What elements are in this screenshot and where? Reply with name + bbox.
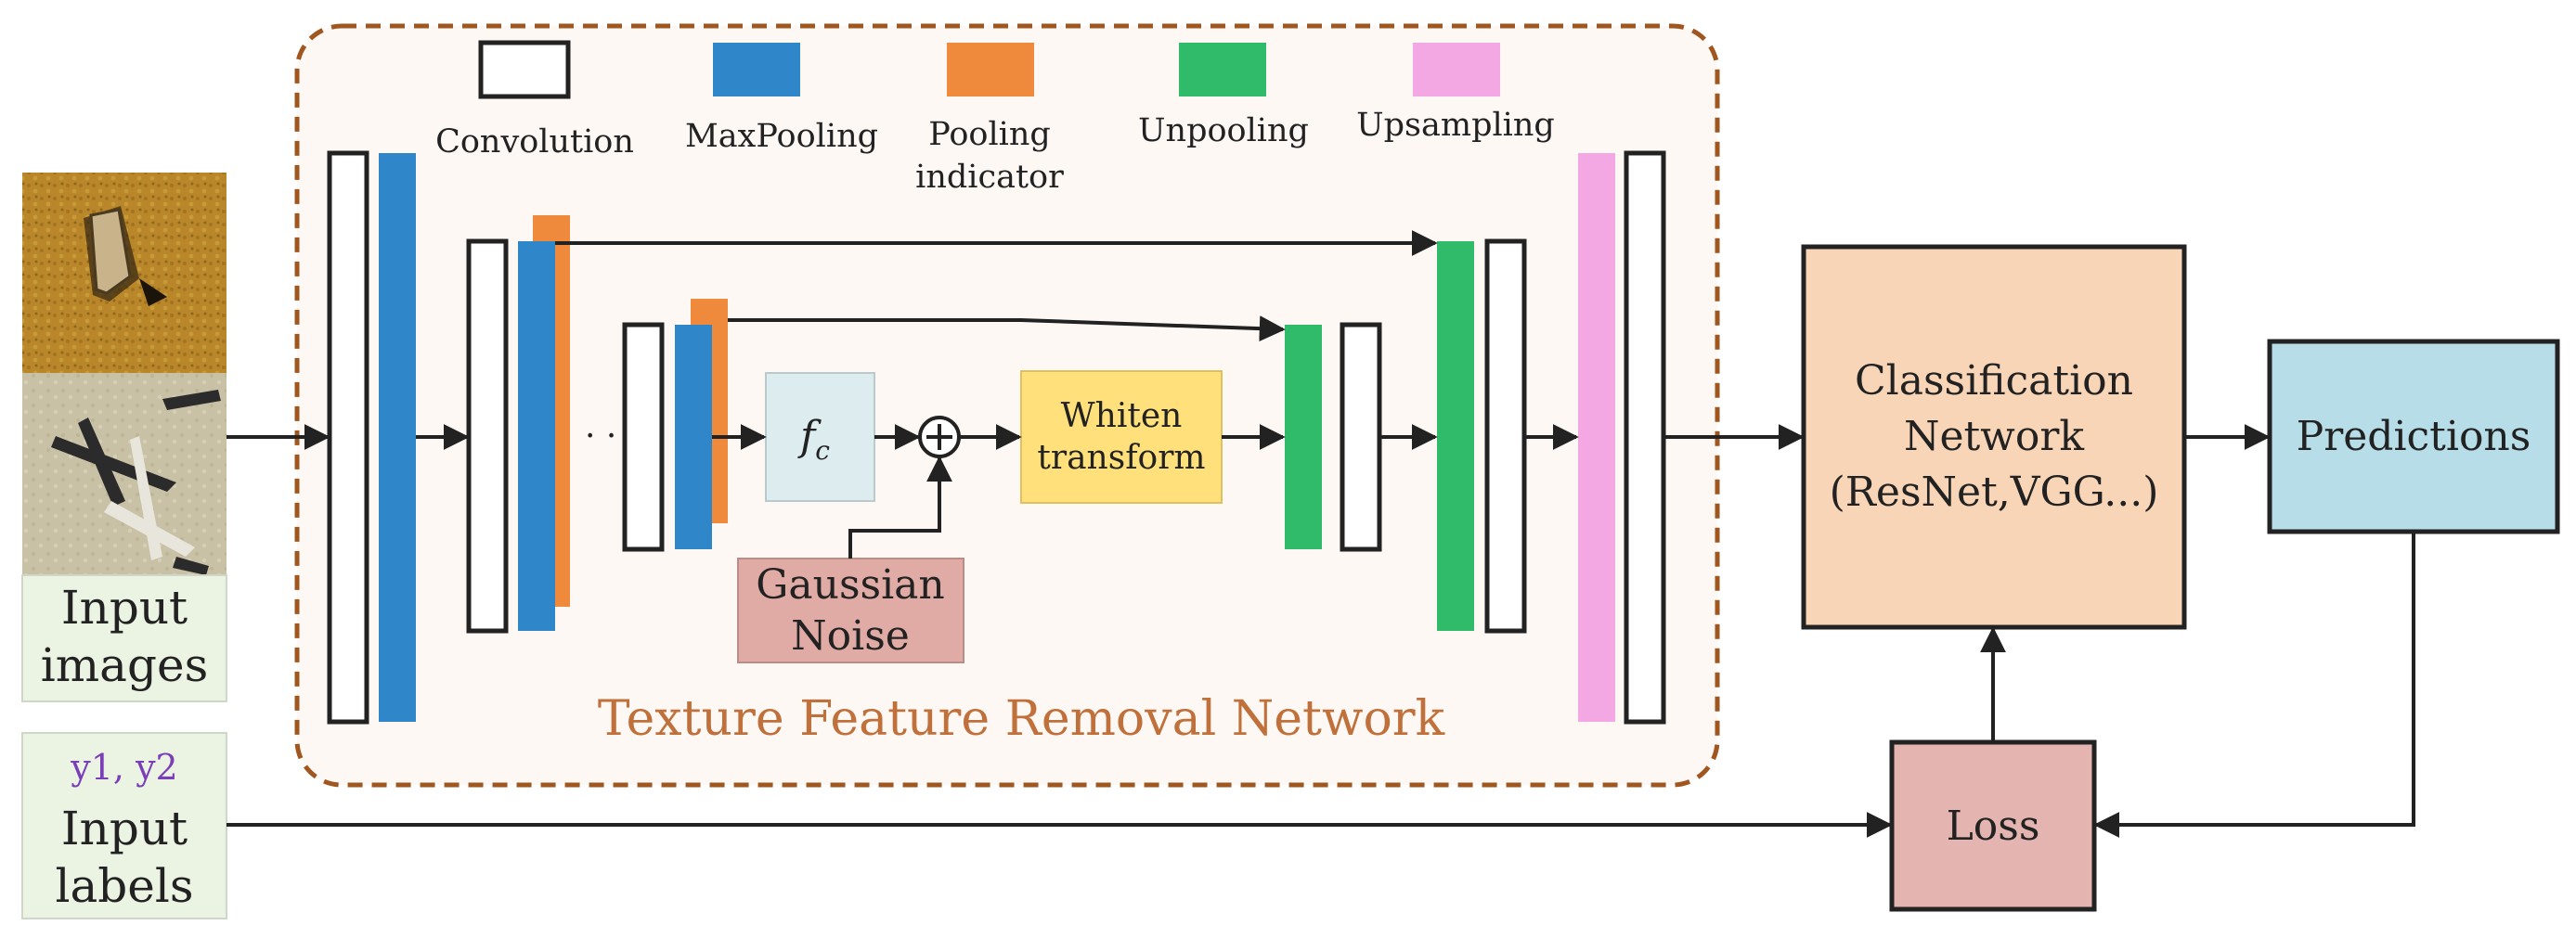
conv-layer-5 bbox=[1484, 238, 1527, 634]
classification-line2: Network bbox=[1904, 413, 2084, 460]
legend-pooling-indicator-label-line2: indicator bbox=[915, 159, 1064, 196]
fc-box bbox=[765, 372, 875, 502]
unpool-layer-3 bbox=[1285, 325, 1322, 549]
airplane-shape bbox=[51, 390, 221, 575]
legend-maxpooling-swatch bbox=[713, 43, 800, 96]
conv-layer-3 bbox=[622, 322, 665, 552]
input-labels-values: y1, y2 bbox=[70, 747, 177, 788]
classification-line1: Classification bbox=[1855, 357, 2133, 405]
conv-layer-1 bbox=[327, 150, 369, 725]
whiten-transform-line2: transform bbox=[1037, 439, 1205, 477]
gaussian-noise-box bbox=[737, 558, 964, 663]
input-images-label-box bbox=[21, 574, 227, 702]
network-title: Texture Feature Removal Network bbox=[598, 691, 1445, 747]
legend-unpooling-label: Unpooling bbox=[1138, 112, 1309, 149]
classification-line3: (ResNet,VGG...) bbox=[1830, 469, 2159, 516]
legend-upsampling-label: Upsampling bbox=[1356, 107, 1555, 144]
maxpool-layer-1 bbox=[379, 153, 416, 722]
legend-upsampling-swatch bbox=[1413, 43, 1500, 96]
conv-layer-2 bbox=[466, 238, 509, 634]
whiten-transform-line1: Whiten bbox=[1061, 397, 1183, 435]
input-labels-line1: Input bbox=[61, 802, 188, 855]
input-images: Input images bbox=[21, 173, 227, 702]
predictions-box bbox=[2267, 339, 2560, 534]
legend-convolution-label: Convolution bbox=[435, 123, 634, 161]
gaussian-noise-line2: Noise bbox=[791, 612, 910, 660]
loss-label: Loss bbox=[1947, 803, 2040, 850]
texture-removal-network-container bbox=[294, 23, 1720, 788]
conv-layer-6 bbox=[1624, 150, 1666, 725]
conv-layer-4 bbox=[1340, 322, 1382, 552]
legend-pooling-indicator-swatch bbox=[947, 43, 1034, 96]
maxpool-layer-3 bbox=[675, 325, 712, 549]
gaussian-noise-line1: Gaussian bbox=[756, 561, 945, 609]
legend-convolution-swatch bbox=[478, 40, 571, 99]
input-images-label-line1: Input bbox=[61, 581, 188, 635]
connectors bbox=[227, 230, 2415, 838]
legend-unpooling-swatch bbox=[1179, 43, 1266, 96]
predictions-label: Predictions bbox=[2297, 413, 2531, 460]
ship-shape bbox=[84, 206, 167, 306]
input-labels-box bbox=[21, 732, 227, 919]
legend-maxpooling-label: MaxPooling bbox=[685, 118, 878, 155]
input-labels: y1, y2 Input labels bbox=[21, 732, 227, 919]
unpool-layer-2 bbox=[1437, 241, 1474, 631]
upsampling-layer bbox=[1578, 153, 1615, 722]
maxpool-layer-2 bbox=[518, 241, 555, 631]
legend: Convolution MaxPooling Pooling indicator… bbox=[435, 40, 1555, 196]
whiten-transform-box bbox=[1020, 370, 1223, 504]
legend-pooling-indicator-label-line1: Pooling bbox=[928, 116, 1051, 153]
input-labels-line2: labels bbox=[55, 859, 193, 913]
input-images-label-line2: images bbox=[41, 638, 208, 692]
